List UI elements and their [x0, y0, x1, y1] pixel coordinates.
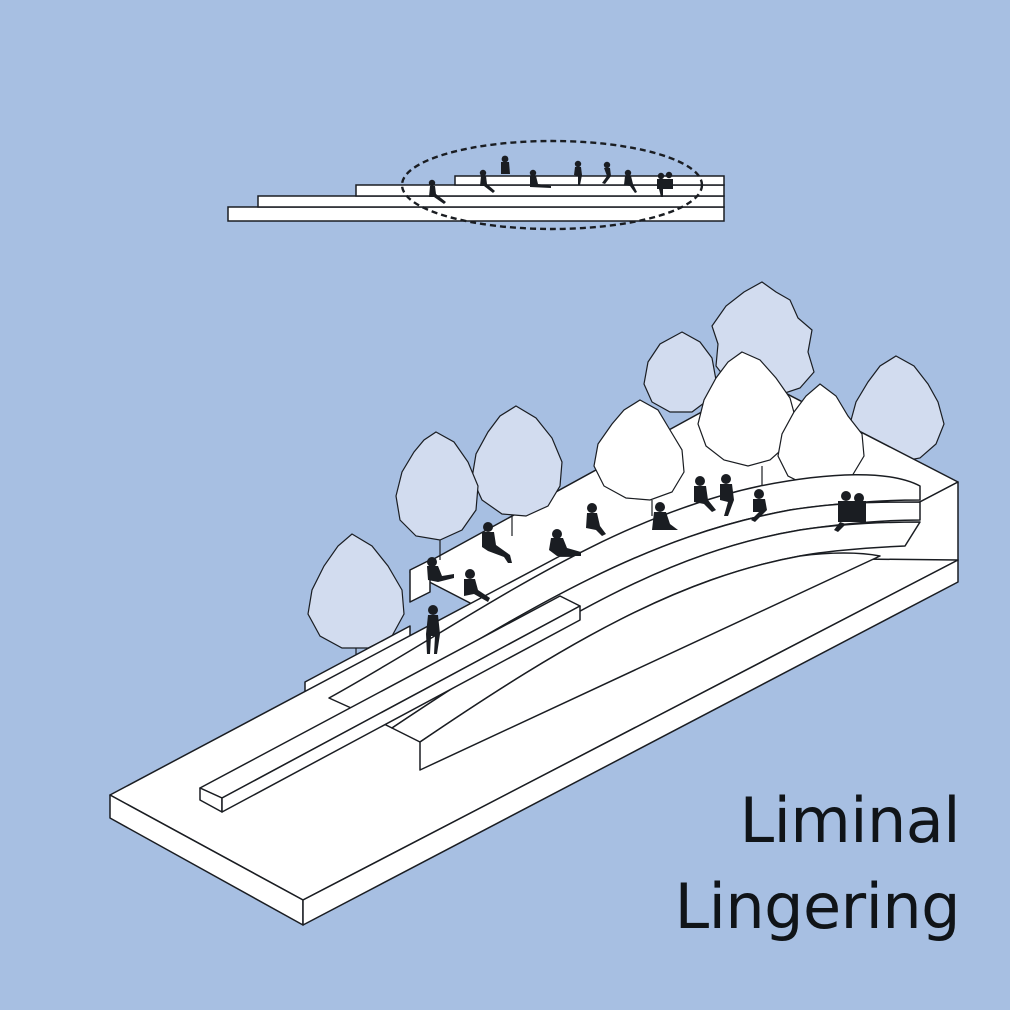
title-line-1: Liminal — [739, 784, 961, 857]
highlight-ellipse — [400, 139, 704, 231]
trees-mid-shaded — [395, 405, 563, 560]
section-people — [428, 155, 673, 204]
axonometric-view — [109, 281, 959, 926]
title-line-2: Lingering — [674, 870, 961, 943]
tree-left — [307, 533, 405, 666]
base-slab — [109, 555, 959, 926]
section-steps — [227, 175, 725, 222]
linear-bench — [199, 595, 581, 813]
section-view — [227, 139, 725, 231]
trees-mid — [593, 351, 865, 516]
diagram-title: Liminal Lingering — [674, 778, 961, 950]
people-figures — [426, 474, 866, 654]
trees-back — [643, 281, 945, 463]
